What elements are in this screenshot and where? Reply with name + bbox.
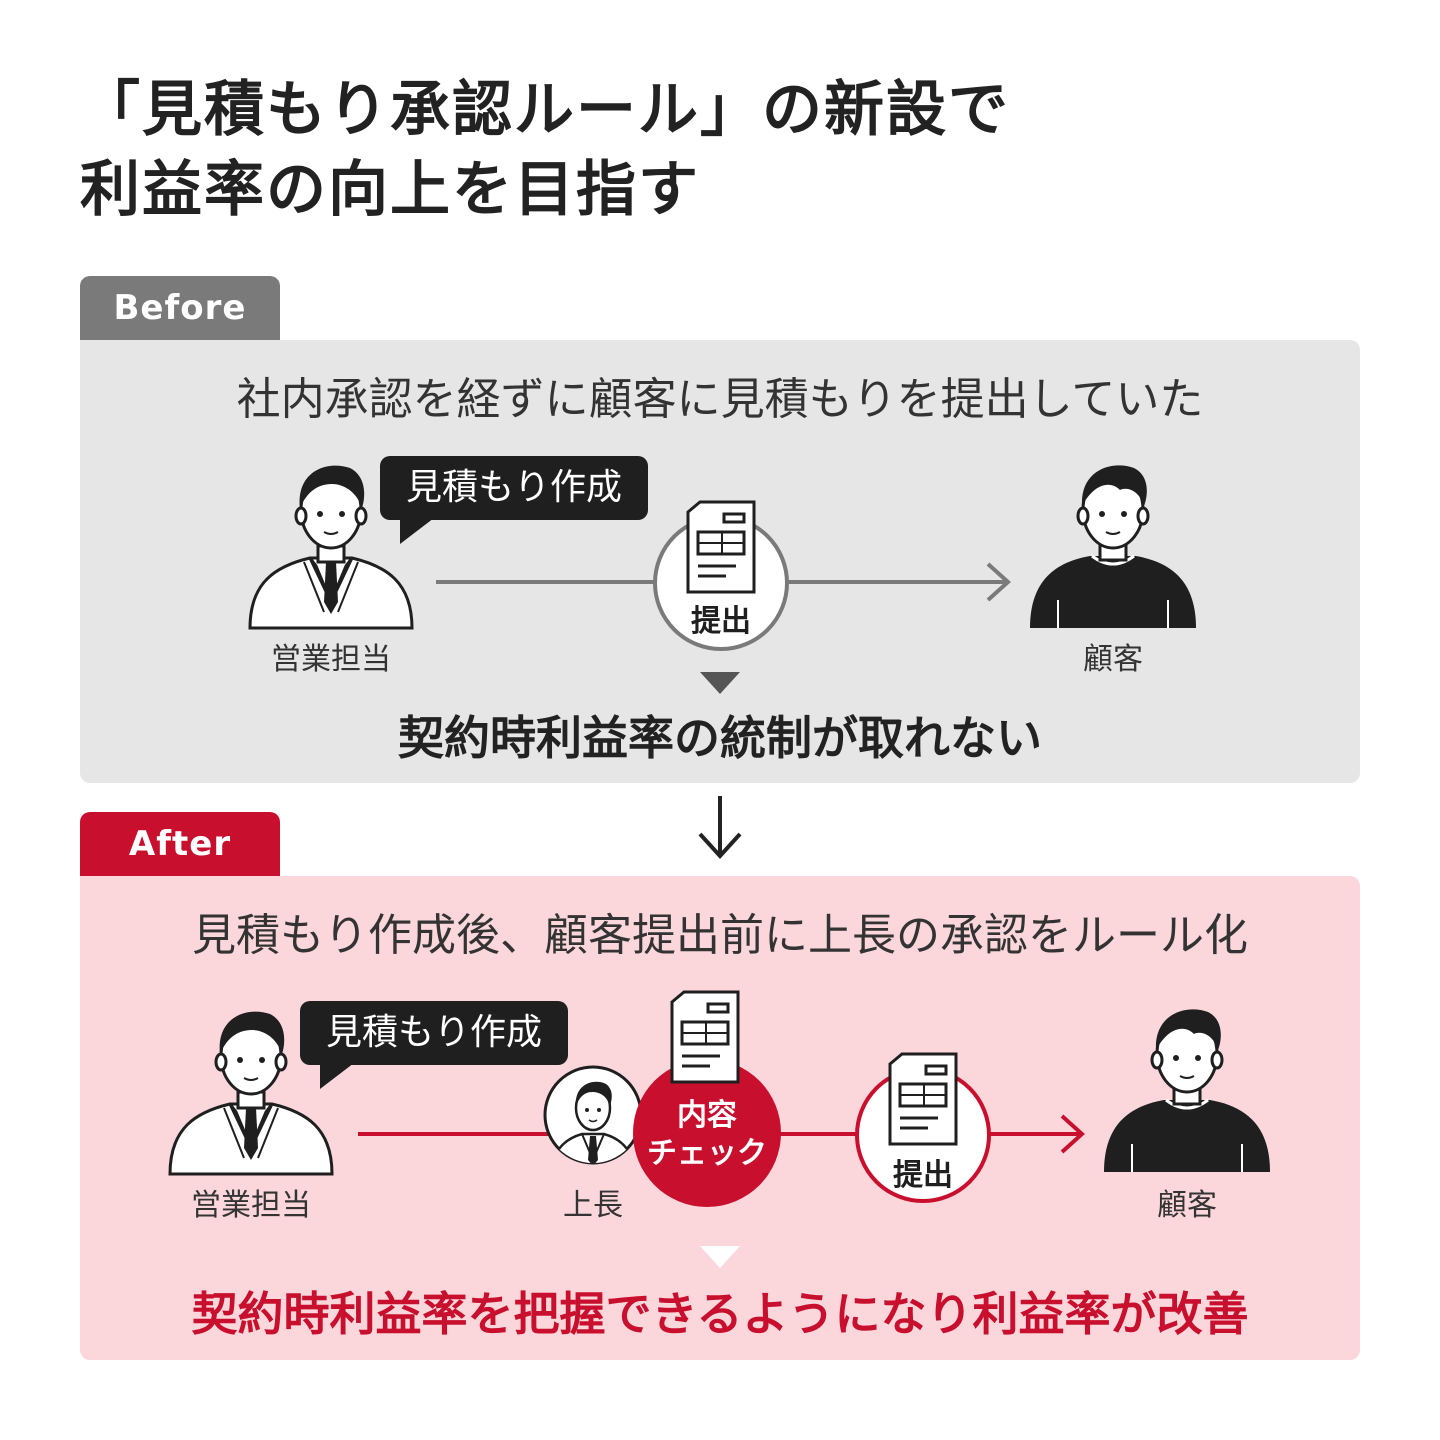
after-down-triangle [700,1246,740,1268]
before-tab: Before [80,276,280,340]
page-title: 「見積もり承認ルール」の新設で 利益率の向上を目指す [80,70,1280,230]
down-arrow-icon [698,796,742,859]
before-bubble-text: 見積もり作成 [405,467,622,508]
after-check-label-1: 内容 [677,1098,737,1133]
after-tab-label: After [128,824,232,864]
after-boss-label: 上長 [563,1188,623,1223]
after-submit-document-icon [888,1052,958,1146]
after-speech-bubble: 見積もり作成 [300,1001,568,1065]
after-submit-label: 提出 [893,1158,953,1193]
after-bubble-text: 見積もり作成 [325,1012,542,1053]
after-lead-text: 見積もり作成後、顧客提出前に上長の承認をルール化 [192,910,1248,961]
after-result-text: 契約時利益率を把握できるようになり利益率が改善 [191,1287,1249,1341]
after-check-circle [633,1059,781,1207]
before-customer-label: 顧客 [1083,642,1143,677]
after-bubble-tail [320,1063,354,1089]
after-customer-icon [1104,1009,1270,1172]
after-boss-icon [543,1065,643,1165]
after-sales-label: 営業担当 [191,1188,311,1223]
title-line-2: 利益率の向上を目指す [80,155,700,225]
before-sales-label: 営業担当 [271,642,391,677]
after-customer-label: 顧客 [1157,1188,1217,1223]
before-speech-bubble: 見積もり作成 [380,456,648,520]
after-check-label-2: チェック [647,1136,767,1171]
before-submit-label: 提出 [691,604,751,639]
before-lead-text: 社内承認を経ずに顧客に見積もりを提出していた [236,374,1204,425]
after-sales-person-icon [168,1011,334,1176]
before-tab-label: Before [113,288,247,328]
after-tab: After [80,812,280,876]
before-sales-person-icon [248,465,414,630]
before-bubble-tail [400,518,434,544]
after-check-document-icon [670,990,740,1084]
before-down-triangle [700,672,740,694]
before-result-text: 契約時利益率の統制が取れない [398,711,1042,765]
before-customer-icon [1030,465,1196,628]
title-line-1: 「見積もり承認ルール」の新設で [80,75,1010,145]
before-document-icon [686,500,756,594]
